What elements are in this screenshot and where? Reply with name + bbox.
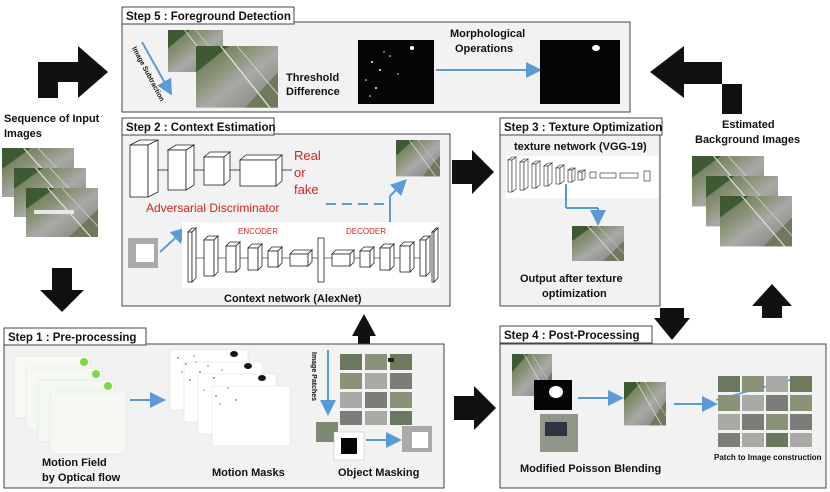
threshold-label-line1: Threshold (286, 72, 339, 84)
step2-context-estimation: Step 2 : Context Estimation Real or fake… (121, 117, 451, 307)
car-frame (540, 414, 578, 452)
fake-label: fake (294, 182, 319, 197)
arrow-step2-to-step3 (452, 150, 494, 194)
motion-mask-stack (169, 349, 291, 447)
input-frame-stack (1, 147, 99, 238)
threshold-result-image (358, 40, 434, 104)
patch-reconstruction-grid (718, 376, 812, 447)
arrow-step1-to-step2 (352, 314, 376, 345)
decoder-label: DECODER (346, 227, 386, 236)
step4-title: Step 4 : Post-Processing (504, 330, 639, 342)
motion-field-line2: by Optical flow (42, 472, 121, 484)
encoder-label: ENCODER (238, 227, 278, 236)
step5-title: Step 5 : Foreground Detection (126, 11, 291, 23)
input-label-line1: Sequence of Input (4, 113, 100, 125)
output-label-line1: Estimated (722, 119, 775, 131)
morph-label-line1: Morphological (450, 28, 525, 40)
image-patches-label: Image Patches (310, 352, 317, 401)
step1-pre-processing: Step 1 : Pre-processing (3, 327, 445, 489)
step5-foreground-detection: Step 5 : Foreground Detection Image Subt… (121, 6, 631, 113)
arrow-input-to-step5 (38, 46, 108, 98)
output-sequence: Estimated Background Images (691, 119, 800, 247)
discriminator-blocks (129, 139, 284, 198)
step4-post-processing: Step 4 : Post-Processing Modified Poisso… (499, 325, 827, 489)
step1-title: Step 1 : Pre-processing (8, 332, 136, 344)
input-sequence: Sequence of Input Images (1, 113, 100, 238)
texture-network-label: texture network (VGG-19) (514, 141, 647, 153)
motion-field-stack (13, 355, 127, 455)
step3-texture-optimization: Step 3 : Texture Optimization texture ne… (499, 117, 663, 307)
real-label: Real (294, 148, 321, 163)
motion-masks-label: Motion Masks (212, 467, 285, 479)
arrow-step3-to-step4 (654, 308, 690, 340)
or-label: or (294, 165, 306, 180)
vgg-blocks (507, 156, 651, 193)
object-masking-label: Object Masking (338, 467, 419, 479)
threshold-label-line2: Difference (286, 86, 340, 98)
motion-field-line1: Motion Field (42, 457, 107, 469)
output-label-line2: Background Images (695, 134, 800, 146)
discriminator-label: Adversarial Discriminator (146, 201, 279, 215)
texture-output-line2: optimization (542, 288, 607, 300)
encoder-decoder-blocks (187, 227, 439, 283)
arrow-input-down (40, 268, 84, 312)
patch-to-image-label: Patch to Image construction (714, 453, 822, 462)
arrow-step1-to-step4 (454, 386, 496, 430)
arrow-output-to-step5 (650, 46, 742, 114)
step2-title: Step 2 : Context Estimation (126, 122, 276, 134)
step3-title: Step 3 : Texture Optimization (504, 122, 662, 134)
context-network-label: Context network (AlexNet) (224, 293, 362, 305)
arrow-step4-up (752, 284, 792, 318)
image-patch-grid (340, 354, 412, 425)
morph-label-line2: Operations (455, 43, 513, 55)
texture-output-line1: Output after texture (520, 273, 623, 285)
input-label-line2: Images (4, 128, 42, 140)
morphology-result-image (540, 40, 620, 104)
flow-arrows (38, 46, 792, 430)
poisson-blending-label: Modified Poisson Blending (520, 463, 661, 475)
